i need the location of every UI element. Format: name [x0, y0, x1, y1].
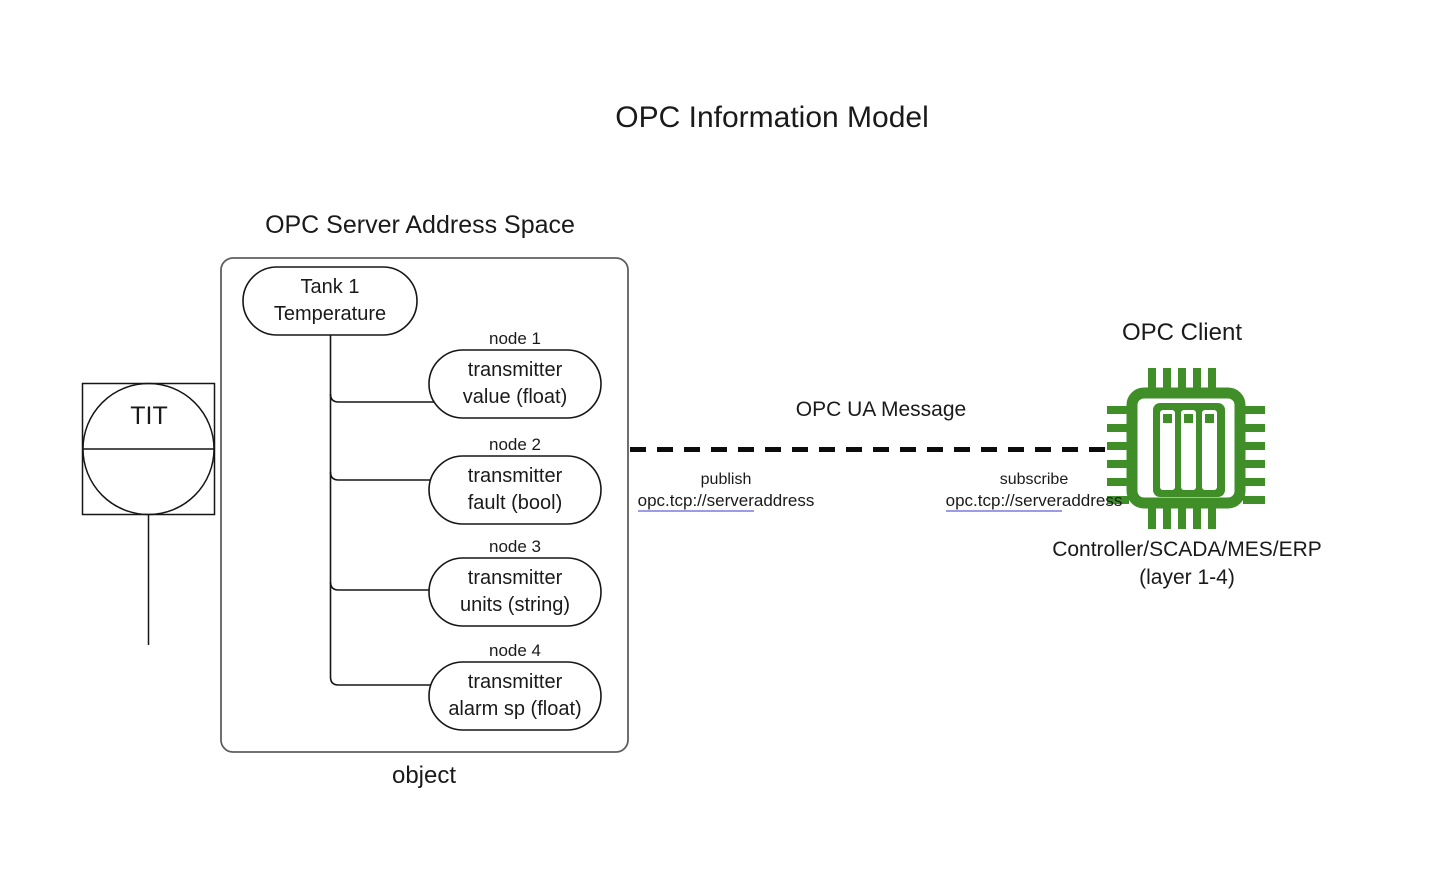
microchip-slot-dots — [1163, 414, 1214, 423]
root-node-line2: Temperature — [273, 303, 387, 325]
node-4-pill — [428, 661, 602, 731]
tree-pills — [242, 266, 602, 731]
subscribe-endpoint: subscribe opc.tcp://serveraddress — [939, 471, 1129, 512]
publish-endpoint: publish opc.tcp://serveraddress — [631, 471, 821, 512]
node-3-text: transmitter units (string) — [429, 565, 601, 619]
node-1-line2: value (float) — [462, 386, 568, 408]
server-address-link-underlined[interactable]: opc.tcp://server — [945, 491, 1062, 512]
node-2-pill — [428, 455, 602, 525]
tree-connectors — [329, 335, 475, 686]
node-2-line1: transmitter — [467, 465, 563, 487]
node-2-text: transmitter fault (bool) — [429, 463, 601, 517]
opc-ua-message-label: OPC UA Message — [795, 398, 967, 421]
tree-branch-1 — [329, 393, 475, 403]
server-address-link[interactable]: opc.tcp://serveraddress — [631, 491, 821, 512]
client-caption-line2: (layer 1-4) — [1139, 566, 1235, 589]
node-1-text: transmitter value (float) — [429, 357, 601, 411]
tree-branch-2 — [329, 471, 475, 481]
opc-client-heading: OPC Client — [1121, 319, 1243, 346]
node-4-line2: alarm sp (float) — [448, 698, 582, 720]
server-address-link-rest: address — [1061, 491, 1123, 510]
node-3-line2: units (string) — [459, 594, 571, 616]
node-4-label: node 4 — [489, 641, 541, 660]
object-caption: object — [391, 762, 457, 789]
server-address-link[interactable]: opc.tcp://serveraddress — [939, 491, 1129, 512]
node-1-label: node 1 — [489, 329, 541, 348]
server-address-link-rest: address — [753, 491, 815, 510]
node-4-text: transmitter alarm sp (float) — [429, 669, 601, 723]
address-space-box — [220, 257, 629, 753]
node-4-line1: transmitter — [467, 671, 563, 693]
root-node-text: Tank 1 Temperature — [243, 274, 417, 328]
tree-trunk — [329, 335, 475, 686]
root-pill — [242, 266, 418, 336]
node-3-line1: transmitter — [467, 567, 563, 589]
node-1-pill — [428, 349, 602, 419]
tit-instrument-symbol — [81, 382, 216, 645]
page-title: OPC Information Model — [615, 101, 929, 134]
tree-branch-3 — [329, 581, 475, 591]
node-3-pill — [428, 557, 602, 627]
node-3-label: node 3 — [489, 537, 541, 556]
server-address-link-underlined[interactable]: opc.tcp://server — [637, 491, 754, 512]
root-node-line1: Tank 1 — [300, 276, 360, 298]
publish-label: publish — [700, 471, 752, 488]
microchip-slots — [1160, 410, 1217, 490]
node-2-label: node 2 — [489, 435, 541, 454]
microchip-pins — [1107, 368, 1265, 529]
tit-instrument-label: TIT — [130, 402, 168, 430]
node-2-line2: fault (bool) — [467, 492, 563, 514]
subscribe-label: subscribe — [999, 471, 1069, 488]
client-caption-line1: Controller/SCADA/MES/ERP — [1052, 538, 1322, 561]
server-address-space-heading: OPC Server Address Space — [265, 211, 575, 239]
node-1-line1: transmitter — [467, 359, 563, 381]
microchip-icon — [1107, 368, 1265, 529]
client-caption: Controller/SCADA/MES/ERP (layer 1-4) — [1037, 536, 1337, 592]
